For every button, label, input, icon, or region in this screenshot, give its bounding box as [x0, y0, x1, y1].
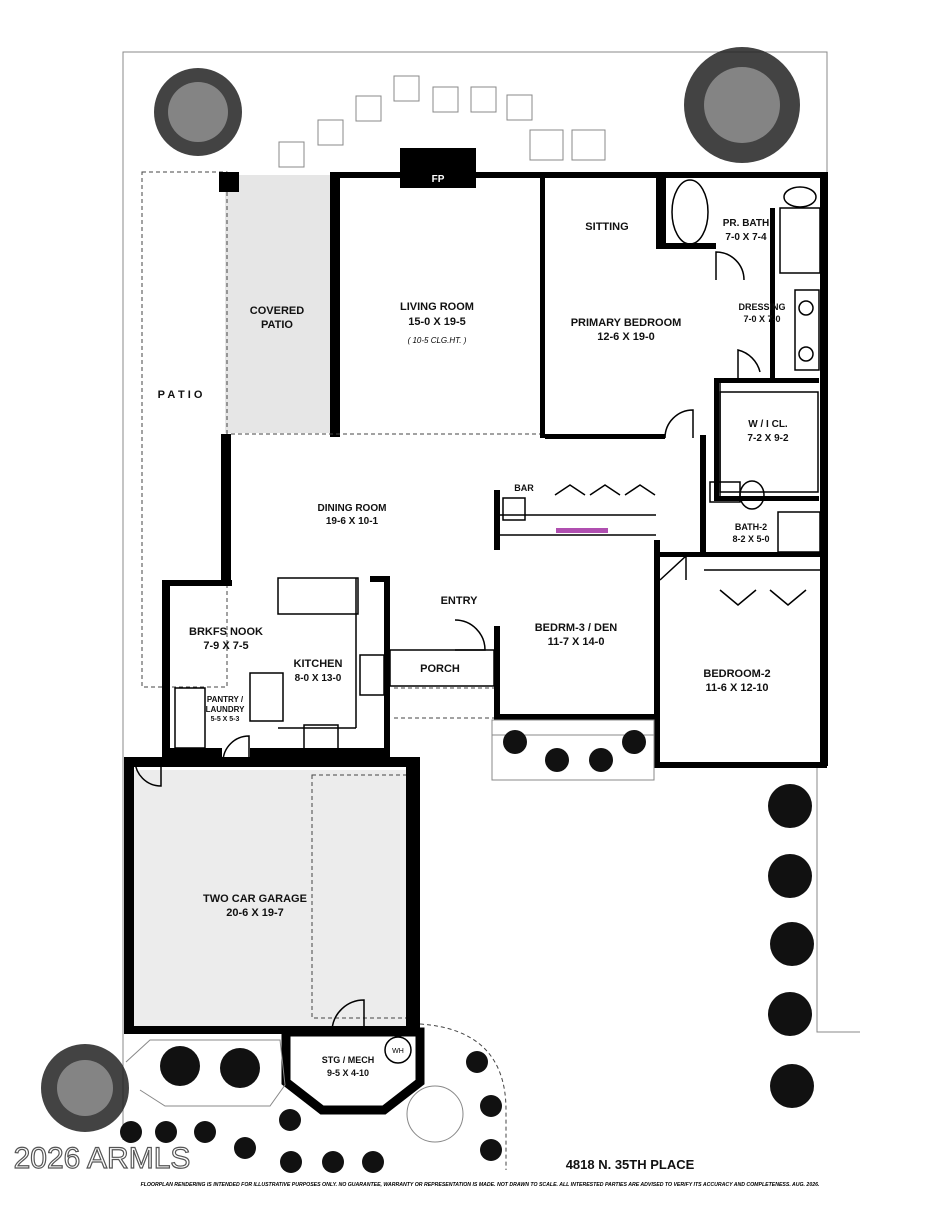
lot-line-right: [816, 765, 860, 1033]
landscape-shrubs: [120, 730, 814, 1173]
water-heater-label: WH: [392, 1048, 404, 1055]
breakfast-nook-size: 7-9 X 7-5: [203, 640, 248, 652]
pantry-size: 5-5 X 5-3: [211, 716, 240, 723]
dining-room-size: 19-6 X 10-1: [326, 516, 379, 527]
landscape-trees: [41, 47, 800, 1143]
storage-size: 9-5 X 4-10: [327, 1068, 369, 1078]
living-room-label: LIVING ROOM: [400, 301, 474, 313]
breakfast-nook-label: BRKFS NOOK: [189, 626, 263, 638]
living-room-ceiling-note: ( 10-5 CLG.HT. ): [408, 336, 467, 345]
bath2-label: BATH-2: [735, 522, 767, 532]
entry-label: ENTRY: [441, 595, 479, 607]
kitchen-size: 8-0 X 13-0: [295, 673, 342, 684]
living-room-size: 15-0 X 19-5: [408, 316, 465, 328]
interior-details: [174, 179, 821, 781]
primary-bedroom-size: 12-6 X 19-0: [597, 331, 654, 343]
dressing-label: DRESSING: [738, 302, 785, 312]
lot-line: [122, 51, 828, 1140]
storage-room-walls: [281, 1027, 425, 1115]
dining-room-label: DINING ROOM: [318, 503, 387, 514]
bath2-size: 8-2 X 5-0: [732, 534, 769, 544]
exterior-walls: [124, 148, 828, 1034]
walk-in-closet-size: 7-2 X 9-2: [747, 433, 789, 444]
garage-size: 20-6 X 19-7: [226, 907, 283, 919]
primary-bath-size: 7-0 X 7-4: [725, 232, 767, 243]
walk-in-closet-label: W / I CL.: [748, 419, 788, 430]
door-swings: [134, 251, 807, 1031]
garage-floor: [132, 770, 410, 1028]
covered-patio-area: [225, 175, 330, 433]
watermark: 2026 ARMLS: [14, 1142, 191, 1175]
dressing-size: 7-0 X 7-0: [743, 314, 780, 324]
pantry-label: PANTRY /LAUNDRY: [206, 695, 245, 714]
walkway-outline: [419, 1023, 507, 1170]
bedroom2-size: 11-6 X 12-10: [706, 682, 769, 694]
patio-label: P A T I O: [158, 389, 203, 401]
planter-outline: [125, 1039, 286, 1107]
stepping-stones: [278, 75, 606, 168]
porch-label: PORCH: [420, 663, 460, 675]
sitting-label: SITTING: [585, 221, 628, 233]
address-label: 4818 N. 35TH PLACE: [566, 1157, 695, 1172]
bedroom2-label: BEDROOM-2: [703, 668, 770, 680]
kitchen-label: KITCHEN: [294, 658, 343, 670]
primary-bath-label: PR. BATH: [723, 218, 769, 229]
garage-bay-outline: [311, 774, 408, 1019]
bedroom3-label: BEDRM-3 / DEN: [535, 622, 618, 634]
storage-label: STG / MECH: [322, 1055, 375, 1065]
primary-bedroom-label: PRIMARY BEDROOM: [571, 317, 682, 329]
water-heater-icon: [384, 1036, 412, 1064]
fireplace-label: FP: [432, 174, 445, 185]
garage-label: TWO CAR GARAGE: [203, 893, 307, 905]
disclaimer-text: FLOORPLAN RENDERING IS INTENDED FOR ILLU…: [141, 1182, 820, 1188]
bar-label: BAR: [514, 483, 534, 493]
bedroom3-size: 11-7 X 14-0: [548, 636, 605, 648]
patio-outline: [141, 171, 228, 688]
